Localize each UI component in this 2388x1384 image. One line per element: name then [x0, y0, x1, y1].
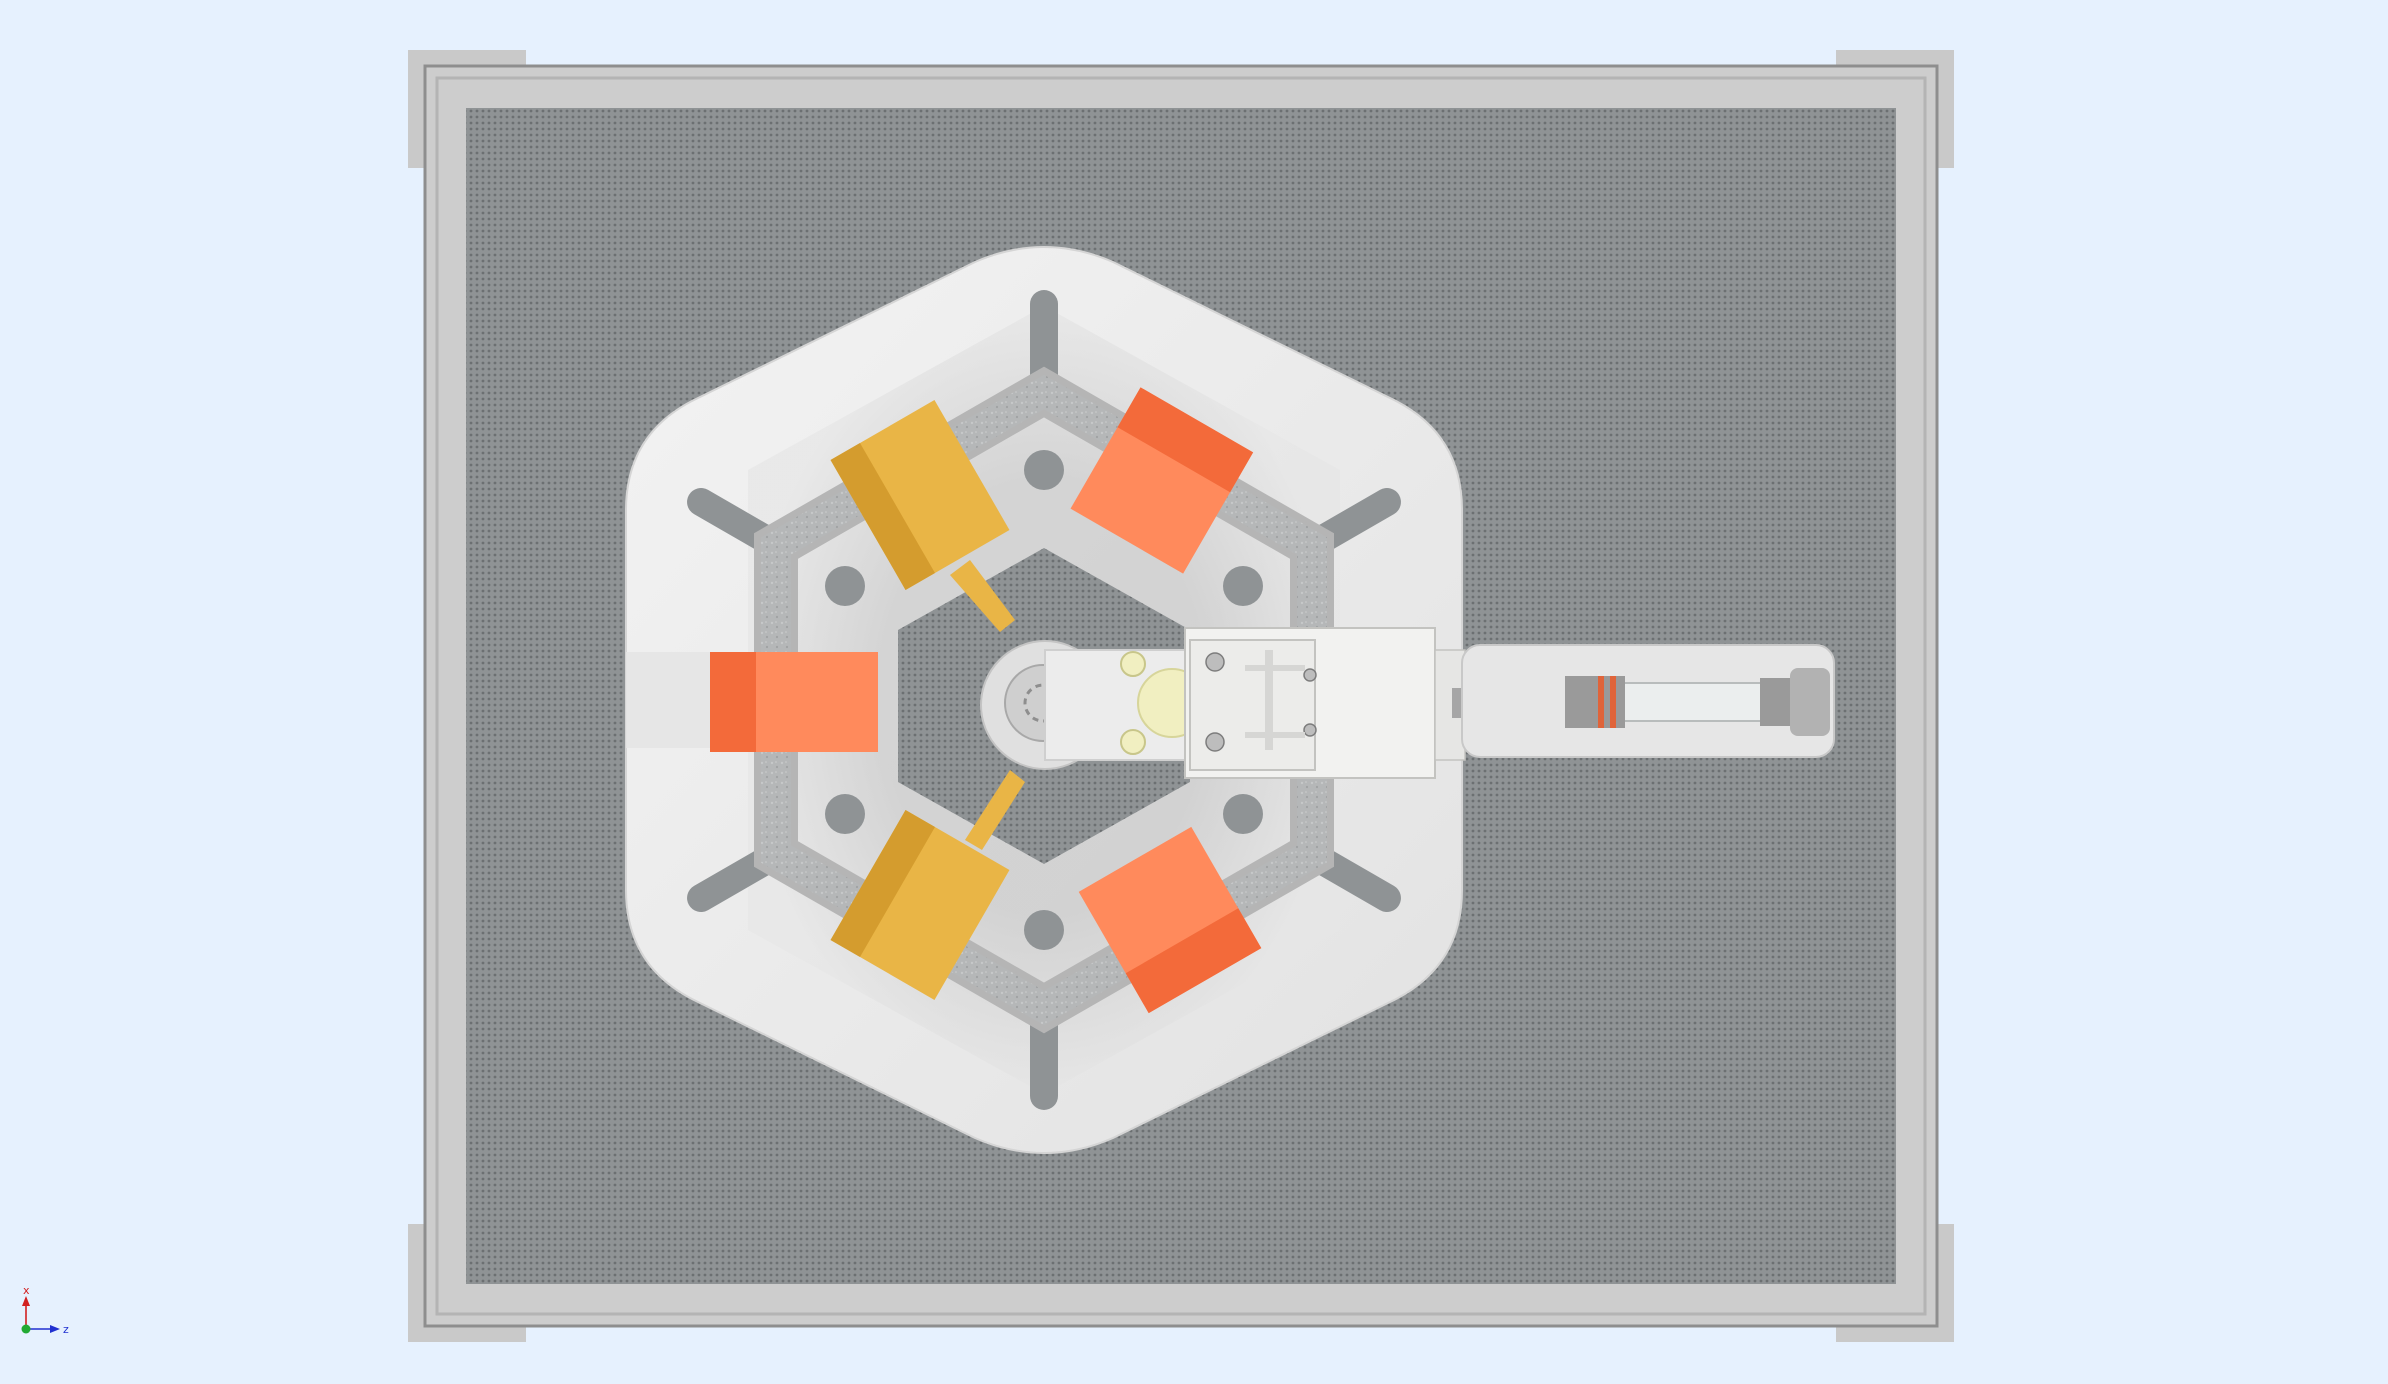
- magnet-bottom-left-gold[interactable]: [830, 810, 1010, 1000]
- z-axis-arrow: [50, 1325, 60, 1333]
- tube-end-cap: [1790, 668, 1830, 736]
- frame-inner-line: [435, 76, 1927, 1316]
- cream-dot-bottom: [1120, 729, 1146, 755]
- glass-tube: [1599, 682, 1771, 722]
- stage-rails: [1245, 650, 1305, 750]
- magnet-left[interactable]: [710, 652, 878, 752]
- magnet-bottom-right[interactable]: [1078, 826, 1262, 1014]
- translation-stage[interactable]: [1184, 627, 1482, 779]
- axis-triad: x z: [21, 1286, 69, 1336]
- sample-holder[interactable]: [980, 640, 1207, 770]
- magnet-top-left-gold[interactable]: [830, 400, 1010, 590]
- cream-dot-top: [1120, 651, 1146, 677]
- tube-rail-assembly[interactable]: [1461, 644, 1835, 758]
- gold-lead-bottom: [965, 770, 1025, 850]
- stage-screws: [1205, 652, 1317, 752]
- gold-lead-top: [950, 560, 1015, 632]
- magnet-top-right[interactable]: [1070, 387, 1254, 574]
- z-axis-label: z: [63, 1323, 69, 1336]
- mount-holes: [825, 450, 1263, 950]
- x-axis-arrow: [22, 1296, 30, 1306]
- tube-fitting-left-accent-1: [1598, 676, 1604, 728]
- arm-hex-speckle: [761, 374, 1327, 1026]
- tube-fitting-left-accent-2: [1610, 676, 1616, 728]
- x-axis-label: x: [23, 1286, 30, 1297]
- origin-dot: [21, 1324, 31, 1334]
